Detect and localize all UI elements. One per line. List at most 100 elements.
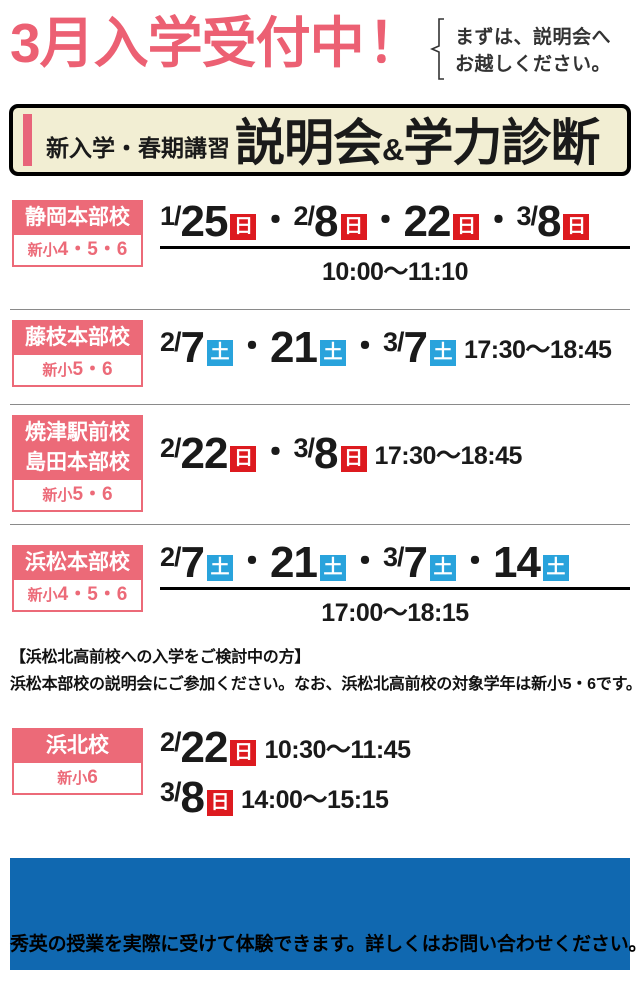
weekday-badge-sunday: 日 (340, 214, 367, 240)
school-name: 静岡本部校 (14, 202, 141, 235)
date-separator: ・ (235, 328, 270, 366)
school-name-line: 静岡本部校 (25, 206, 130, 229)
school-name: 焼津駅前校島田本部校 (14, 417, 141, 480)
date-month: 1/ (160, 201, 182, 231)
weekday-badge-saturday: 土 (429, 340, 456, 366)
date-day: 7 (403, 538, 429, 587)
grade-label: 新小5・6 (14, 480, 141, 510)
date-separator: ・ (347, 328, 382, 366)
weekday-badge-saturday: 土 (207, 555, 234, 581)
weekday-badge-sunday: 日 (563, 214, 590, 240)
date-day: 8 (536, 197, 562, 246)
weekday-badge-sunday: 日 (340, 446, 367, 472)
lead-text: まずは、説明会へ お越しください。 (455, 24, 611, 78)
lead-line-2: お越しください。 (455, 54, 612, 75)
banner-subtitle: 新入学・春期講習 (46, 135, 230, 161)
grade-values: 6 (87, 767, 98, 788)
lead-line-1: まずは、説明会へ (455, 27, 612, 48)
curly-brace-icon (430, 18, 444, 80)
divider-rule (160, 246, 630, 249)
school-name: 浜北校 (14, 730, 141, 763)
divider-rule (160, 587, 630, 590)
session-time: 10:30〜11:45 (264, 736, 411, 764)
exclamation-mark: ！ (367, 12, 423, 74)
date-day: 22 (180, 429, 229, 478)
grade-label: 新小5・6 (14, 355, 141, 385)
date-separator: ・ (235, 543, 270, 581)
date-month: 2/ (160, 542, 182, 572)
session-time: 10:00〜11:10 (321, 258, 469, 286)
date-separator: ・ (258, 202, 293, 240)
grade-values: 5・6 (72, 359, 113, 380)
weekday-badge-sunday: 日 (453, 214, 480, 240)
date-day: 21 (270, 538, 318, 587)
date-month: 3/ (293, 433, 315, 463)
date-day: 7 (180, 538, 206, 587)
weekday-badge-sunday: 日 (230, 740, 257, 766)
row-separator (10, 404, 630, 405)
school-name-line: 島田本部校 (25, 451, 130, 474)
grade-prefix: 新小 (42, 362, 73, 379)
date-separator: ・ (347, 543, 382, 581)
date-day: 25 (180, 197, 229, 246)
session-time: 17:30〜18:45 (374, 442, 523, 470)
school-badge: 浜北校新小6 (12, 728, 143, 795)
school-badge: 焼津駅前校島田本部校新小5・6 (12, 415, 143, 512)
school-name-line: 浜松本部校 (25, 551, 130, 574)
date-separator: ・ (368, 202, 403, 240)
date-separator: ・ (258, 434, 293, 472)
grade-prefix: 新小 (27, 587, 58, 604)
weekday-badge-saturday: 土 (319, 340, 346, 366)
date-month: 2/ (160, 433, 182, 463)
note-line-1: 【浜松北高前校への入学をご検討中の方】 (10, 649, 311, 666)
weekday-badge-sunday: 日 (230, 214, 257, 240)
date-day: 8 (180, 773, 206, 822)
banner-title: 説明会&学力診断 (235, 112, 600, 181)
grade-label: 新小4・5・6 (14, 235, 141, 265)
title-banner: 新入学・春期講習 説明会&学力診断 (9, 104, 631, 176)
grade-prefix: 新小 (42, 487, 73, 504)
weekday-badge-saturday: 土 (429, 555, 456, 581)
date-day: 8 (314, 197, 339, 246)
date-month: 2/ (160, 727, 182, 757)
date-separator: ・ (481, 202, 516, 240)
weekday-badge-saturday: 土 (542, 555, 569, 581)
date-separator: ・ (457, 543, 492, 581)
date-day: 7 (403, 323, 429, 372)
weekday-badge-saturday: 土 (207, 340, 234, 366)
row-separator (10, 524, 630, 525)
footer-text: 秀英の授業を実際に受けて体験できます。詳しくはお問い合わせください。 (10, 934, 640, 955)
school-name: 浜松本部校 (14, 547, 141, 580)
weekday-badge-sunday: 日 (207, 790, 234, 816)
school-name-line: 浜北校 (46, 734, 109, 757)
grade-values: 4・5・6 (57, 239, 128, 260)
header: 3月入学受付中！ まずは、説明会へ お越しください。 (0, 0, 640, 98)
grade-values: 5・6 (72, 484, 113, 505)
date-month: 2/ (293, 201, 315, 231)
session-time: 17:00〜18:15 (321, 599, 469, 627)
grade-prefix: 新小 (57, 770, 88, 787)
date-day: 22 (403, 197, 452, 246)
date-month: 3/ (382, 542, 405, 572)
note-line-2: 浜松本部校の説明会にご参加ください。なお、浜松北高前校の対象学年は新小5・6です… (10, 676, 640, 693)
grade-prefix: 新小 (27, 242, 58, 259)
session-time: 14:00〜15:15 (241, 786, 389, 814)
banner-title-part-1: 説明会 (235, 115, 383, 171)
row-separator (10, 309, 630, 310)
school-badge: 藤枝本部校新小5・6 (12, 320, 143, 387)
grade-label: 新小4・5・6 (14, 580, 141, 610)
session-time: 17:30〜18:45 (463, 336, 612, 364)
page-title-text: 3月入学受付中 (10, 12, 365, 74)
date-month: 3/ (516, 201, 538, 231)
date-month: 2/ (160, 327, 182, 357)
school-name-line: 焼津駅前校 (25, 421, 130, 444)
date-day: 14 (492, 538, 541, 587)
